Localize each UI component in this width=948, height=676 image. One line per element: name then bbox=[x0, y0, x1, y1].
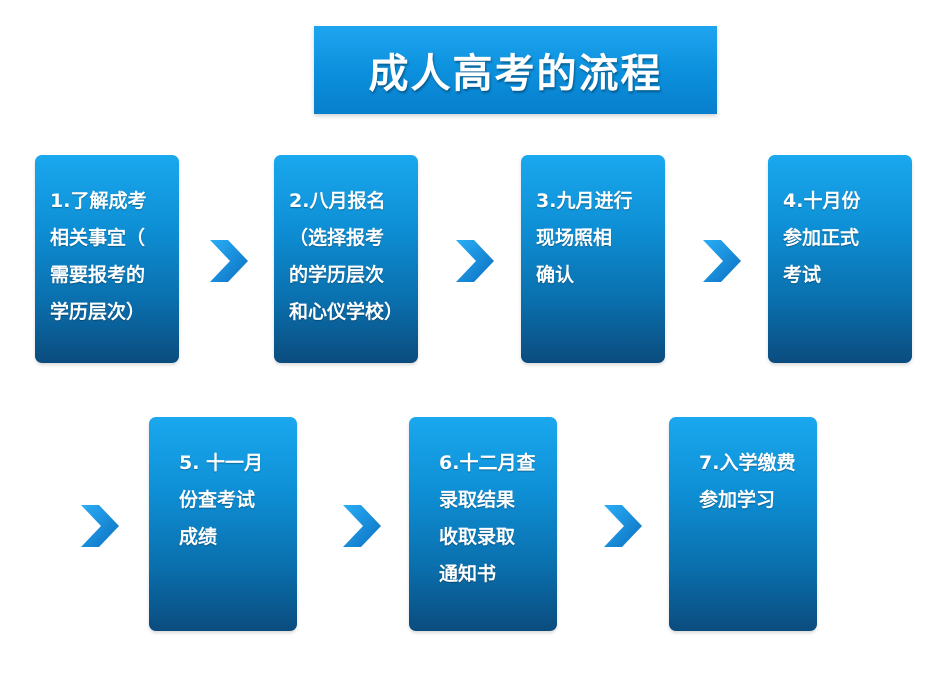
step-card-7: 7.入学缴费 参加学习 bbox=[669, 417, 817, 631]
step-card-5: 5. 十一月 份查考试 成绩 bbox=[149, 417, 297, 631]
step-text-7: 7.入学缴费 参加学习 bbox=[699, 452, 796, 511]
step-text-3: 3.九月进行 现场照相 确认 bbox=[536, 190, 633, 286]
chevron-right-icon bbox=[452, 238, 496, 284]
step-card-4: 4.十月份 参加正式 考试 bbox=[768, 155, 912, 363]
step-card-6: 6.十二月查 录取结果 收取录取 通知书 bbox=[409, 417, 557, 631]
chevron-right-icon bbox=[699, 238, 743, 284]
chevron-right-icon bbox=[600, 503, 644, 549]
step-text-4: 4.十月份 参加正式 考试 bbox=[783, 190, 861, 286]
chevron-right-icon bbox=[206, 238, 250, 284]
title-banner: 成人高考的流程 bbox=[314, 26, 717, 114]
step-text-6: 6.十二月查 录取结果 收取录取 通知书 bbox=[439, 452, 536, 585]
step-card-1: 1.了解成考 相关事宜（ 需要报考的 学历层次） bbox=[35, 155, 179, 363]
diagram-title: 成人高考的流程 bbox=[368, 51, 663, 97]
step-card-2: 2.八月报名 （选择报考 的学历层次 和心仪学校） bbox=[274, 155, 418, 363]
chevron-right-icon bbox=[77, 503, 121, 549]
step-text-1: 1.了解成考 相关事宜（ 需要报考的 学历层次） bbox=[50, 190, 147, 323]
chevron-right-icon bbox=[339, 503, 383, 549]
step-text-2: 2.八月报名 （选择报考 的学历层次 和心仪学校） bbox=[289, 190, 404, 323]
step-text-5: 5. 十一月 份查考试 成绩 bbox=[179, 452, 264, 548]
step-card-3: 3.九月进行 现场照相 确认 bbox=[521, 155, 665, 363]
